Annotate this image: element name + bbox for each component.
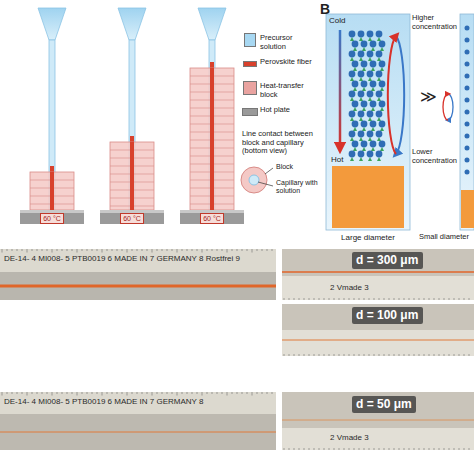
capillary-setup: [180, 8, 244, 224]
temperature-tag: 60 °C: [200, 213, 224, 224]
annotation-label: Higher concentration: [412, 14, 458, 31]
legend-label: Heat-transfer block: [260, 82, 318, 99]
legend-label: Precursor solution: [260, 34, 318, 51]
photo-ruler: [282, 304, 474, 356]
annotation-label: Cold: [329, 16, 345, 25]
legend-swatch: [244, 33, 256, 47]
diameter-label: d = 100 μm: [356, 308, 419, 322]
ruler-marking: DE-14- 4 MI008- 5 PTB0019 6 MADE IN 7 GE…: [4, 397, 203, 406]
legend-label: Perovskite fiber: [260, 58, 318, 67]
diameter-label: d = 50 μm: [356, 397, 412, 411]
legend-swatch: [243, 81, 257, 95]
annotation-label: Capillary with solution: [276, 179, 322, 195]
photo-ruler: [282, 392, 474, 450]
photo-ruler: [0, 249, 276, 300]
annotation-label: Hot: [331, 155, 343, 164]
capillary-setup: [100, 8, 164, 224]
convection-illustration: [326, 14, 474, 230]
temperature-label: 60 °C: [203, 215, 221, 222]
diameter-tag: d = 50 μm: [352, 396, 416, 413]
temperature-tag: 60 °C: [40, 213, 64, 224]
ruler-marking: DE-14- 4 MI008- 5 PTB0019 6 MADE IN 7 GE…: [4, 254, 240, 263]
capillary-setup: [20, 8, 84, 224]
panel-letter: B: [320, 1, 330, 17]
temperature-label: 60 °C: [43, 215, 61, 222]
annotation-label: Block: [276, 163, 293, 171]
diameter-tag: d = 300 μm: [352, 252, 423, 269]
legend-label: Hot plate: [260, 106, 318, 115]
annotation-label: Large diameter: [341, 233, 395, 242]
ruler-marking: 2 Vmade 3: [330, 433, 369, 442]
ring-icon: [241, 167, 273, 193]
legend-label: Line contact between block and capillary…: [242, 130, 316, 156]
legend-swatch: [243, 61, 257, 67]
ruler-marking: 2 Vmade 3: [330, 283, 369, 292]
annotation-label: Lower concentration: [412, 148, 458, 165]
temperature-tag: 60 °C: [120, 213, 144, 224]
ruler-ticks: [2, 249, 469, 450]
annotation-label: Small diameter: [419, 233, 469, 242]
temperature-label: 60 °C: [123, 215, 141, 222]
diameter-tag: d = 100 μm: [352, 307, 423, 324]
legend-swatch: [242, 108, 258, 116]
photo-ruler: [282, 249, 474, 300]
annotation-label: ≫: [420, 88, 437, 106]
photo-ruler: [0, 392, 276, 450]
diameter-label: d = 300 μm: [356, 253, 419, 267]
setup-illustration: [20, 8, 244, 224]
